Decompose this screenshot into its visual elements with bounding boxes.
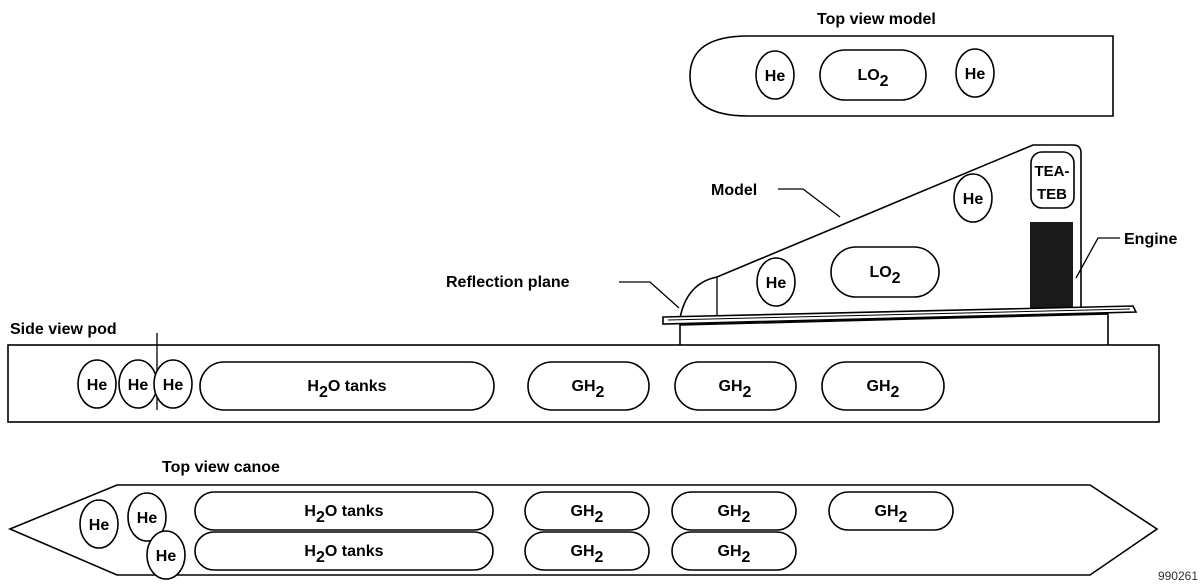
pod-gh2-tank-1 (527, 361, 650, 411)
pod-he-label-2: He (128, 377, 149, 394)
canoe-gh2-tank-top-3 (828, 491, 954, 531)
tea-teb-tank (1030, 151, 1075, 209)
top-model-lo2-tank (819, 49, 927, 101)
pod-he-label-3: He (163, 377, 184, 394)
pod-gh2-tank-3 (821, 361, 945, 411)
canoe-gh2-tank-bottom-2 (671, 531, 797, 571)
pod-h2o-label: H2O tanks (307, 378, 386, 401)
canoe-gh2-label-top-1: GH2 (571, 503, 604, 526)
canoe-he-tank-1 (79, 499, 119, 549)
pod-gh2-label-3: GH2 (867, 378, 900, 401)
canoe-gh2-tank-top-2 (671, 491, 797, 531)
canoe-gh2-label-bottom-2: GH2 (718, 543, 751, 566)
reflection-plane-inner-line (667, 308, 1131, 321)
pod-he-tank-3 (153, 359, 193, 409)
canoe-gh2-label-bottom-1: GH2 (571, 543, 604, 566)
pod-he-tank-1 (77, 359, 117, 409)
model-support (679, 313, 1109, 345)
canoe-h2o-tank-1 (194, 491, 494, 531)
figure-number: 990261 (1158, 569, 1198, 583)
canoe-he-label-2: He (137, 510, 158, 527)
engine-block (1030, 222, 1073, 314)
side-model-he-upper-label: He (963, 191, 984, 208)
reflection-plane (662, 305, 1138, 325)
canoe-h2o-label-2: H2O tanks (304, 543, 383, 566)
reflection-plane-label: Reflection plane (446, 274, 570, 291)
canoe-h2o-label-1: H2O tanks (304, 503, 383, 526)
canoe-gh2-label-top-2: GH2 (718, 503, 751, 526)
side-view-pod-title: Side view pod (10, 321, 117, 338)
canoe-gh2-tank-top-1 (524, 491, 650, 531)
top-model-he-tank-right (955, 48, 995, 98)
side-model-lo2-label: LO2 (869, 264, 900, 287)
canoe-gh2-tank-bottom-1 (524, 531, 650, 571)
canoe-he-tank-2 (127, 492, 167, 542)
canoe-he-label-1: He (89, 517, 110, 534)
side-model-lo2-tank (830, 246, 940, 298)
pod-he-tanks: He He He (77, 359, 193, 409)
model-leader-line (778, 188, 841, 218)
canoe-he-tanks: He He He (79, 492, 186, 580)
side-model-he-lower-label: He (766, 275, 787, 292)
canoe-gh2-label-top-3: GH2 (875, 503, 908, 526)
top-view-model-title: Top view model (817, 11, 936, 28)
canoe-he-tank-3 (146, 530, 186, 580)
pod-gh2-tank-2 (674, 361, 797, 411)
tea-teb-label-line1: TEA- (1035, 163, 1070, 180)
canoe-h2o-tank-2 (194, 531, 494, 571)
top-model-he-tank-left (755, 50, 795, 100)
top-model-he-right-label: He (965, 66, 986, 83)
top-model-lo2-label: LO2 (857, 67, 888, 90)
pod-he-label-1: He (87, 377, 108, 394)
engine-leader-line (1075, 237, 1120, 279)
side-model-he-tank-lower (756, 257, 796, 307)
tea-teb-label-line2: TEB (1037, 186, 1067, 203)
pod-gh2-label-2: GH2 (719, 378, 752, 401)
reflection-plane-leader-line (619, 281, 680, 309)
engine-label: Engine (1124, 231, 1177, 248)
top-model-he-left-label: He (765, 68, 786, 85)
canoe-he-label-3: He (156, 548, 177, 565)
model-label: Model (711, 182, 757, 199)
side-model-he-tank-upper (953, 173, 993, 223)
top-view-canoe-title: Top view canoe (162, 459, 280, 476)
pod-h2o-tank (199, 361, 495, 411)
pod-gh2-label-1: GH2 (572, 378, 605, 401)
